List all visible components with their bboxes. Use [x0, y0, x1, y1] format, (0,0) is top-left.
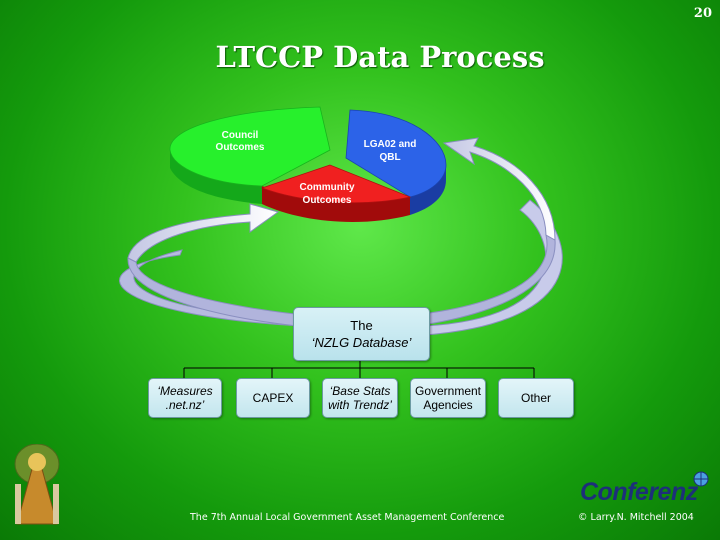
source-base-stats-line-1: ‘Base Stats	[329, 384, 391, 398]
pie-chart: Council Outcomes LGA02 and QBL Community…	[169, 106, 447, 222]
source-government-line-1: Government	[414, 384, 482, 398]
pie-depth-red	[262, 186, 410, 222]
pie-label-lga02-1: LGA02 and	[364, 139, 417, 150]
page-number: 20	[693, 6, 712, 21]
source-measures-box: ‘Measures.net.nz’	[148, 378, 222, 418]
conferenz-globe-icon	[693, 471, 709, 487]
source-government-line-2: Agencies	[423, 398, 473, 412]
database-line-1: The	[350, 318, 373, 333]
source-capex-label: CAPEX	[252, 391, 294, 405]
conference-footer: The 7th Annual Local Government Asset Ma…	[190, 512, 505, 523]
arrow-to-community-outcomes	[127, 203, 280, 263]
source-other-label: Other	[520, 391, 551, 405]
conferenz-logo: Conferenz	[580, 478, 698, 506]
arrow-to-lga02-qbl	[442, 137, 556, 241]
source-measures-line-1: ‘Measures	[157, 384, 213, 398]
pie-label-community-2: Outcomes	[303, 195, 352, 206]
pie-slice-lga02	[345, 109, 447, 198]
copyright-notice: © Larry.N. Mitchell 2004	[578, 512, 694, 523]
pie-slice-community	[260, 164, 412, 204]
pie-label-lga02-2: QBL	[379, 152, 400, 163]
database-line-2: ‘NZLG Database’	[311, 335, 412, 350]
cycle-arrow-ring-right	[424, 199, 563, 336]
source-capex-box: CAPEX	[236, 378, 310, 418]
source-measures-line-2: .net.nz’	[165, 398, 205, 412]
connector-lines	[183, 359, 535, 378]
source-other-box: Other	[498, 378, 574, 418]
source-base-stats-line-2: with Trendz’	[328, 398, 392, 412]
pie-label-council-1: Council	[222, 130, 259, 141]
pie-label-council-2: Outcomes	[216, 142, 265, 153]
nzlg-database-box: The ‘NZLG Database’	[293, 307, 430, 361]
pie-label-community-1: Community	[300, 182, 355, 193]
organisation-logo-icon	[14, 444, 60, 525]
slide-title: LTCCP Data Process	[215, 40, 545, 74]
pie-slice-council	[169, 106, 331, 187]
